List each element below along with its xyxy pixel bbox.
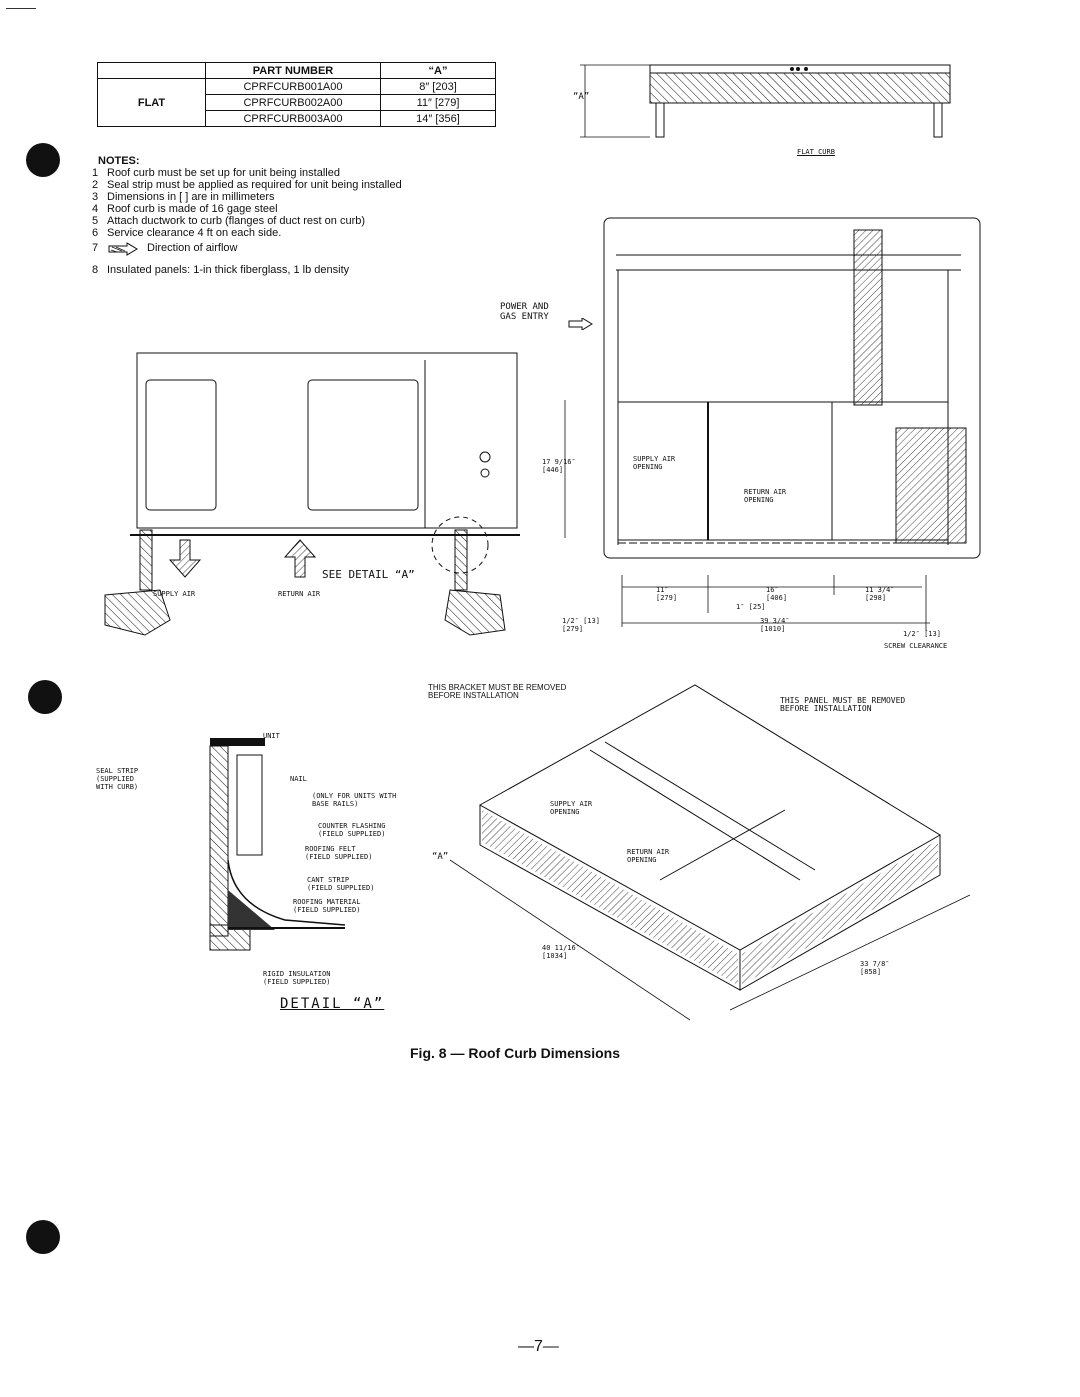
table-header-part-number: PART NUMBER — [205, 62, 381, 79]
height-dimension: 17 9/16″ [446] — [542, 458, 576, 474]
screw-clearance-label: SCREW CLEARANCE — [884, 642, 948, 650]
table-cell-a: 14″ [356] — [380, 110, 496, 127]
table-cell-a: 11″ [279] — [380, 94, 496, 111]
table-header-blank — [97, 62, 206, 79]
detail-nail-label: NAIL — [290, 775, 307, 783]
iso-return-air-label: RETURN AIR OPENING — [627, 848, 670, 864]
top-dimension-lines — [621, 575, 930, 631]
iso-a-label: “A” — [432, 852, 449, 862]
dim-half-left: 1/2″ [13] [279] — [562, 617, 600, 633]
table-cell-part: CPRFCURB003A00 — [205, 110, 381, 127]
dim-1: 1″ [25] — [736, 603, 766, 611]
detail-a-title: DETAIL “A” — [280, 996, 385, 1012]
dim-16: 16″ [406] — [766, 586, 788, 602]
page-number: —7— — [518, 1338, 559, 1355]
unit-front-view — [104, 352, 520, 636]
front-supply-air-label: SUPPLY AIR — [153, 590, 196, 598]
bracket-note: THIS BRACKET MUST BE REMOVED BEFORE INST… — [428, 683, 567, 700]
table-cell-a: 8″ [203] — [380, 78, 496, 95]
dim-39-3-4: 39 3/4″ [1010] — [760, 617, 790, 633]
figure-caption: Fig. 8 — Roof Curb Dimensions — [410, 1045, 621, 1061]
detail-seal-strip-label: SEAL STRIP (SUPPLIED WITH CURB) — [96, 767, 139, 791]
detail-a-drawing — [209, 738, 346, 951]
detail-roofing-felt-label: ROOFING FELT (FIELD SUPPLIED) — [305, 845, 373, 861]
height-dim-line — [564, 400, 566, 538]
dim-40-11-16: 40 11/16″ [1034] — [542, 944, 580, 960]
detail-unit-label: UNIT — [263, 732, 280, 740]
table-row-label-flat: FLAT — [97, 78, 206, 127]
top-supply-air-label: SUPPLY AIR OPENING — [633, 455, 676, 471]
front-return-air-label: RETURN AIR — [278, 590, 321, 598]
flat-curb-label: FLAT CURB — [797, 148, 835, 156]
table-header-a: “A” — [380, 62, 496, 79]
iso-supply-air-label: SUPPLY AIR OPENING — [550, 800, 593, 816]
panel-note: THIS PANEL MUST BE REMOVED BEFORE INSTAL… — [780, 696, 906, 713]
detail-counter-flashing-label: COUNTER FLASHING (FIELD SUPPLIED) — [318, 822, 386, 838]
curb-isometric-view — [449, 684, 971, 1021]
curb-top-view — [603, 217, 981, 559]
flat-curb-side-view — [580, 64, 951, 138]
dim-33-7-8: 33 7/8″ [858] — [860, 960, 890, 976]
dim-11-3-4: 11 3/4″ [298] — [865, 586, 895, 602]
table-cell-part: CPRFCURB001A00 — [205, 78, 381, 95]
see-detail-a-label: SEE DETAIL “A” — [322, 568, 415, 581]
detail-only-units-label: (ONLY FOR UNITS WITH BASE RAILS) — [312, 792, 397, 808]
binder-hole — [28, 680, 62, 714]
detail-roofing-material-label: ROOFING MATERIAL (FIELD SUPPLIED) — [293, 898, 361, 914]
entry-arrow-icon — [568, 318, 593, 330]
dim-half-right: 1/2″ [13] — [903, 630, 941, 638]
detail-rigid-insulation-label: RIGID INSULATION (FIELD SUPPLIED) — [263, 970, 331, 986]
binder-hole — [26, 1220, 60, 1254]
top-return-air-label: RETURN AIR OPENING — [744, 488, 787, 504]
airflow-arrow-icon — [108, 242, 138, 256]
side-a-label: “A” — [573, 92, 590, 102]
notes-title: NOTES: — [98, 155, 140, 167]
top-left-rule — [6, 8, 36, 9]
note-item: 7 Direction of airflow — [92, 242, 238, 256]
dim-11: 11″ [279] — [656, 586, 678, 602]
detail-cant-strip-label: CANT STRIP (FIELD SUPPLIED) — [307, 876, 375, 892]
part-number-table: PART NUMBER “A” FLAT CPRFCURB001A00 8″ [… — [97, 62, 496, 127]
binder-hole — [26, 143, 60, 177]
table-cell-part: CPRFCURB002A00 — [205, 94, 381, 111]
